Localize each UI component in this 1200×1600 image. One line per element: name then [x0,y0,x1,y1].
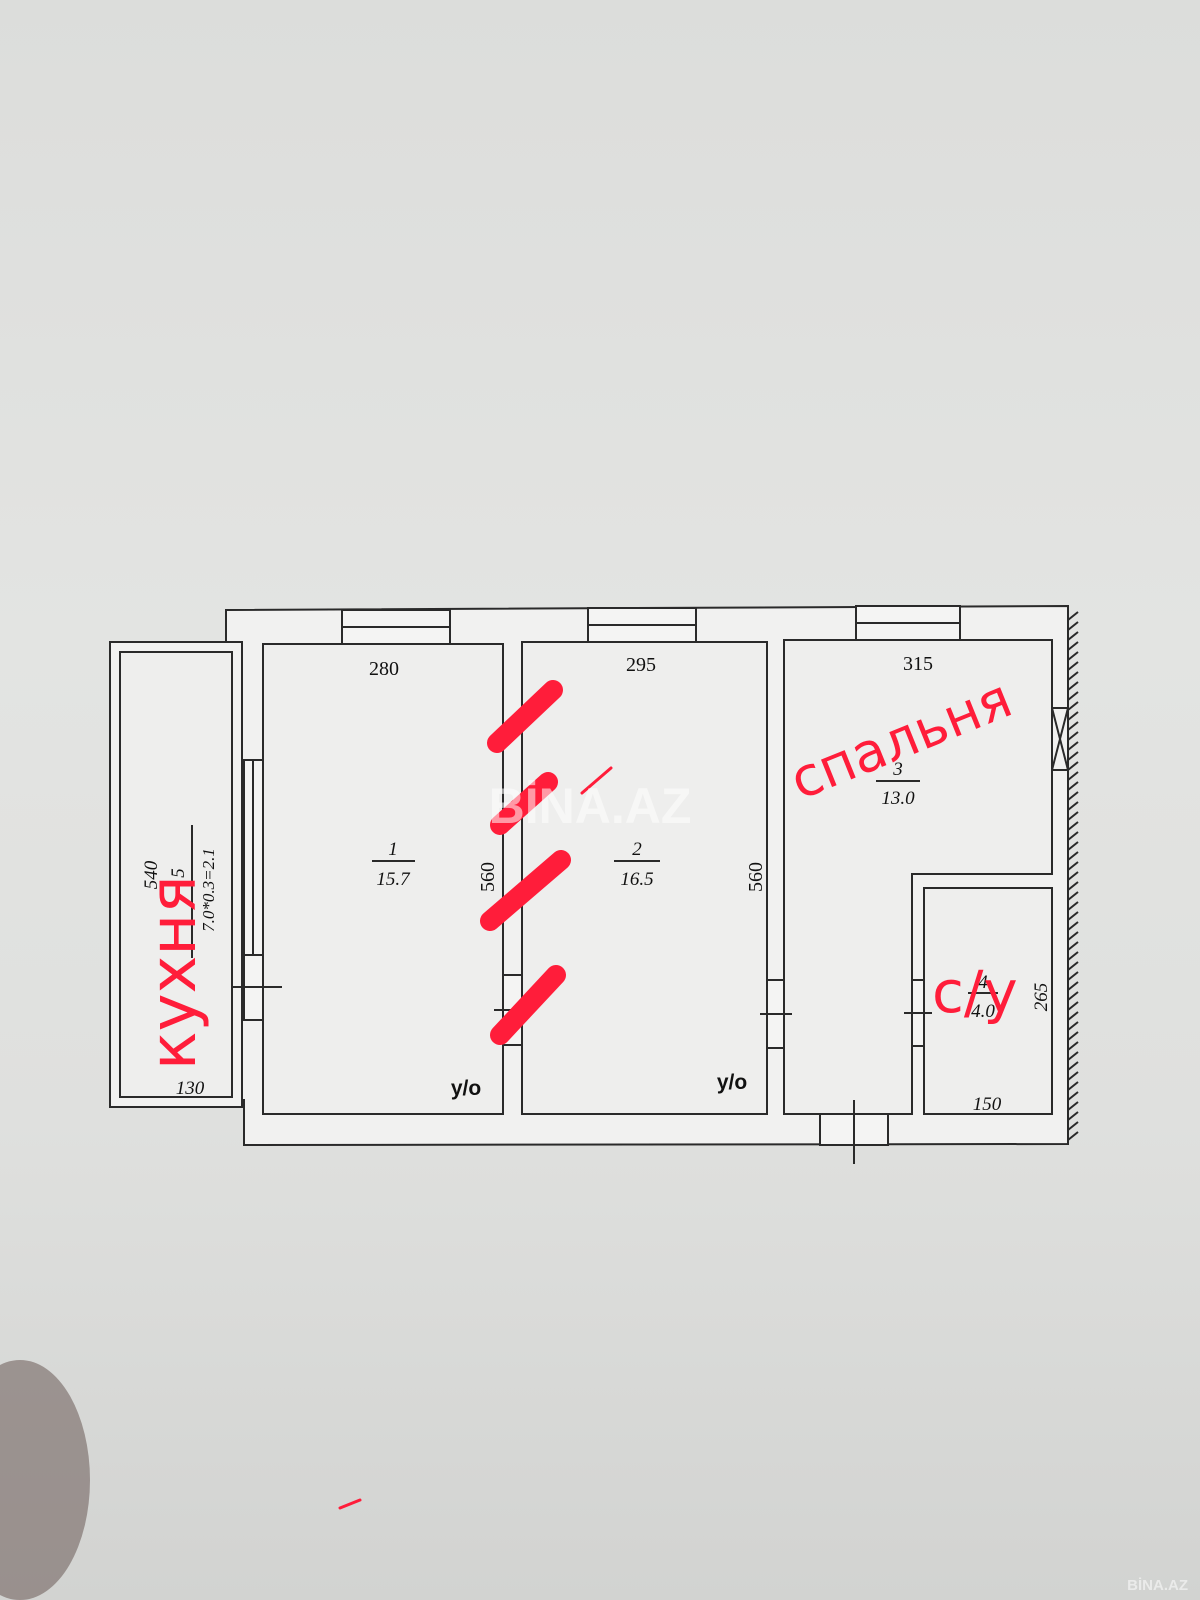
finger-shadow [0,1360,90,1600]
hatch-stroke [1067,821,1079,831]
room-3-area: 13.0 [881,788,915,809]
hatch-stroke [1067,731,1079,741]
hatch-stroke [1067,931,1079,941]
hatch-stroke [1067,1061,1079,1071]
room-3 [783,639,1053,1115]
kitchen-annotation: кухня [137,875,211,1070]
room-4-area: 4.0 [971,1001,995,1022]
hatch-stroke [1067,901,1079,911]
hatch-stroke [1067,811,1079,821]
red-tick-lower [338,1498,362,1510]
balcony-area-formula: 7.0*0.3=2.1 [199,848,218,932]
watermark-corner: BİNA.AZ [1127,1577,1188,1594]
room-2-length: 560 [745,862,767,892]
red-tick [580,766,613,795]
hatch-stroke [1067,721,1079,731]
room-2-mark: y/o [717,1071,747,1094]
hatch-stroke [1067,761,1079,771]
hatch-stroke [1067,841,1079,851]
hatch-stroke [1067,1021,1079,1031]
window-room-2 [587,607,697,643]
room-1-width: 280 [369,658,399,680]
hatch-stroke [1067,791,1079,801]
hatch-stroke [1067,991,1079,1001]
hatch-stroke [1067,951,1079,961]
door-room-2-3 [760,979,792,1049]
hatch-stroke [1067,891,1079,901]
hatch-stroke [1067,831,1079,841]
window-balcony-side [243,759,264,956]
hatch-stroke [1067,641,1079,651]
hatch-stroke [1067,1071,1079,1081]
window-room-3 [855,605,961,641]
hatch-stroke [1067,1031,1079,1041]
room-2-width: 295 [626,654,656,676]
hatch-stroke [1067,801,1079,811]
facade-hatch [1067,611,1079,1141]
wall-removal-marks [338,680,613,1510]
hatch-stroke [1067,1041,1079,1051]
vent-shaft [1051,707,1069,771]
balcony-width: 130 [176,1078,205,1099]
door-balcony [232,954,282,1021]
hatch-stroke [1067,671,1079,681]
balcony-inner [119,651,233,1098]
hatch-stroke [1067,1091,1079,1101]
hatch-stroke [1067,881,1079,891]
hatch-stroke [1067,741,1079,751]
room-3-number: 3 [892,759,903,780]
room-2-area: 16.5 [620,869,653,890]
hatch-stroke [1067,631,1079,641]
hatch-stroke [1067,921,1079,931]
balcony-number: 5 [168,868,189,878]
hatch-stroke [1067,621,1079,631]
hatch-stroke [1067,941,1079,951]
watermark-center: BİNA.AZ [489,778,692,834]
room-2 [521,641,768,1115]
hatch-stroke [1067,981,1079,991]
door-room-4 [904,979,932,1047]
room-1-mark: y/o [451,1077,481,1100]
room-1-number: 1 [388,839,398,860]
hatch-stroke [1067,751,1079,761]
hatch-stroke [1067,701,1079,711]
room-1-area: 15.7 [376,869,411,890]
hatch-stroke [1067,781,1079,791]
hatch-stroke [1067,1101,1079,1111]
room-1 [262,643,504,1115]
hatch-stroke [1067,961,1079,971]
hatch-stroke [1067,611,1079,621]
hatch-stroke [1067,861,1079,871]
hatch-stroke [1067,651,1079,661]
bathroom-annotation: с/у [932,958,1018,1026]
hatch-stroke [1067,871,1079,881]
hatch-stroke [1067,691,1079,701]
room-4-number: 4 [978,972,988,993]
hatch-stroke [1067,911,1079,921]
hatch-stroke [1067,681,1079,691]
hatch-stroke [1067,1111,1079,1121]
hatch-stroke [1067,1081,1079,1091]
hatch-stroke [1067,1051,1079,1061]
entrance-door [819,1100,889,1164]
room-1-length: 560 [477,862,499,892]
room-4-length: 265 [1031,983,1052,1012]
hatch-stroke [1067,771,1079,781]
hatch-stroke [1067,711,1079,721]
floor-plan: 280 295 315 1 15.7 2 16.5 3 13.0 4 4.0 1… [109,604,1079,1164]
hatch-stroke [1067,1001,1079,1011]
hatch-stroke [1067,971,1079,981]
hatch-stroke [1067,851,1079,861]
room-4-width: 150 [973,1094,1002,1115]
hatch-stroke [1067,661,1079,671]
hatch-stroke [1067,1011,1079,1021]
room-3-width: 315 [903,653,933,675]
room-2-number: 2 [632,839,642,860]
hatch-stroke [1067,1131,1079,1141]
room-4 [923,887,1053,1115]
balcony-length: 540 [141,860,162,889]
hatch-stroke [1067,1121,1079,1131]
window-room-1 [341,609,451,645]
